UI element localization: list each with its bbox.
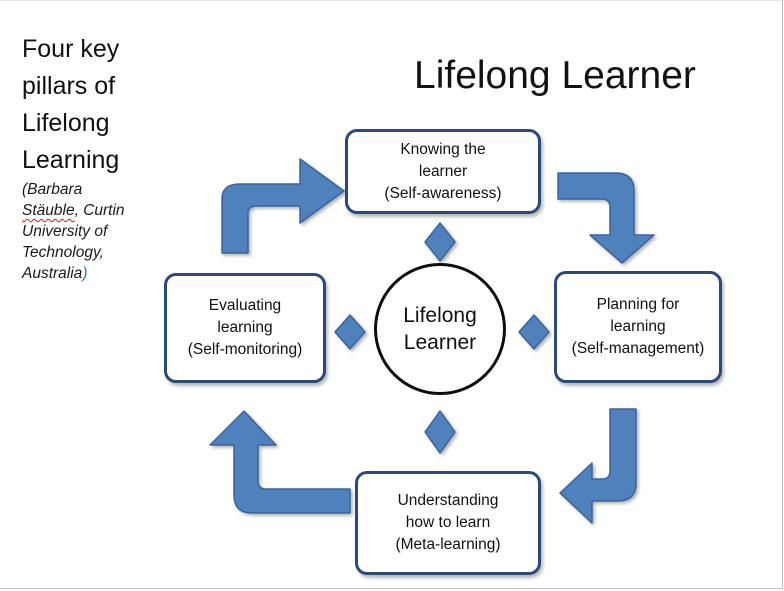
center-label: Lifelong [403, 304, 477, 327]
source-institution-country: Australia [22, 265, 83, 282]
diamond-icon [424, 222, 456, 262]
pillar-box-evaluating-learning: Evaluating learning (Self-monitoring) [164, 273, 326, 383]
center-circle: Lifelong Learner [374, 263, 506, 395]
center-label: Learner [403, 331, 477, 354]
main-title: Lifelong Learner [414, 54, 696, 97]
source-line-3: University of [22, 223, 108, 240]
diamond-icon [518, 314, 550, 350]
diamond-icon [424, 410, 456, 454]
side-title-line: Learning [22, 146, 120, 174]
pillar-label: (Meta-learning) [395, 536, 501, 553]
curved-arrow-icon [221, 158, 345, 254]
side-title-line: Lifelong [22, 109, 110, 137]
source-line-2-rest: , Curtin [74, 202, 125, 219]
diamond-icon [334, 314, 366, 350]
side-title-line: pillars of [22, 72, 116, 100]
pillar-label: (Self-monitoring) [187, 341, 303, 358]
closing-paren: ) [82, 265, 88, 282]
pillar-label: Planning for [596, 296, 680, 313]
pillar-label: (Self-management) [571, 340, 705, 357]
curved-arrow-icon [559, 408, 637, 524]
source-citation: (Barbara Stäuble, Curtin University of T… [22, 179, 152, 284]
pillar-label: Evaluating [208, 297, 282, 314]
pillar-box-knowing-the-learner: Knowing the learner (Self-awareness) [345, 129, 541, 214]
side-title-line: Four key [22, 35, 120, 63]
pillar-label: Knowing the [400, 140, 486, 158]
curved-arrow-icon [209, 410, 351, 514]
pillar-label: learning [217, 319, 273, 336]
pillar-label: (Self-awareness) [384, 184, 502, 202]
pillar-label: learner [418, 162, 468, 180]
source-line-5: Australia) [22, 263, 152, 284]
pillar-box-planning-for-learning: Planning for learning (Self-management) [554, 271, 722, 383]
author-surname: Stäuble [22, 202, 75, 219]
pillar-label: Understanding [397, 492, 499, 509]
side-title: Four key pillars of Lifelong Learning [22, 31, 152, 179]
source-line-1: (Barbara [22, 181, 83, 198]
pillar-box-understanding-how-to-learn: Understanding how to learn (Meta-learnin… [355, 471, 541, 575]
curved-arrow-icon [557, 172, 655, 264]
source-line-4: Technology, [22, 244, 104, 261]
pillar-label: learning [610, 318, 666, 335]
pillar-label: how to learn [405, 514, 491, 531]
source-line-2: Stäuble, Curtin [22, 200, 152, 221]
